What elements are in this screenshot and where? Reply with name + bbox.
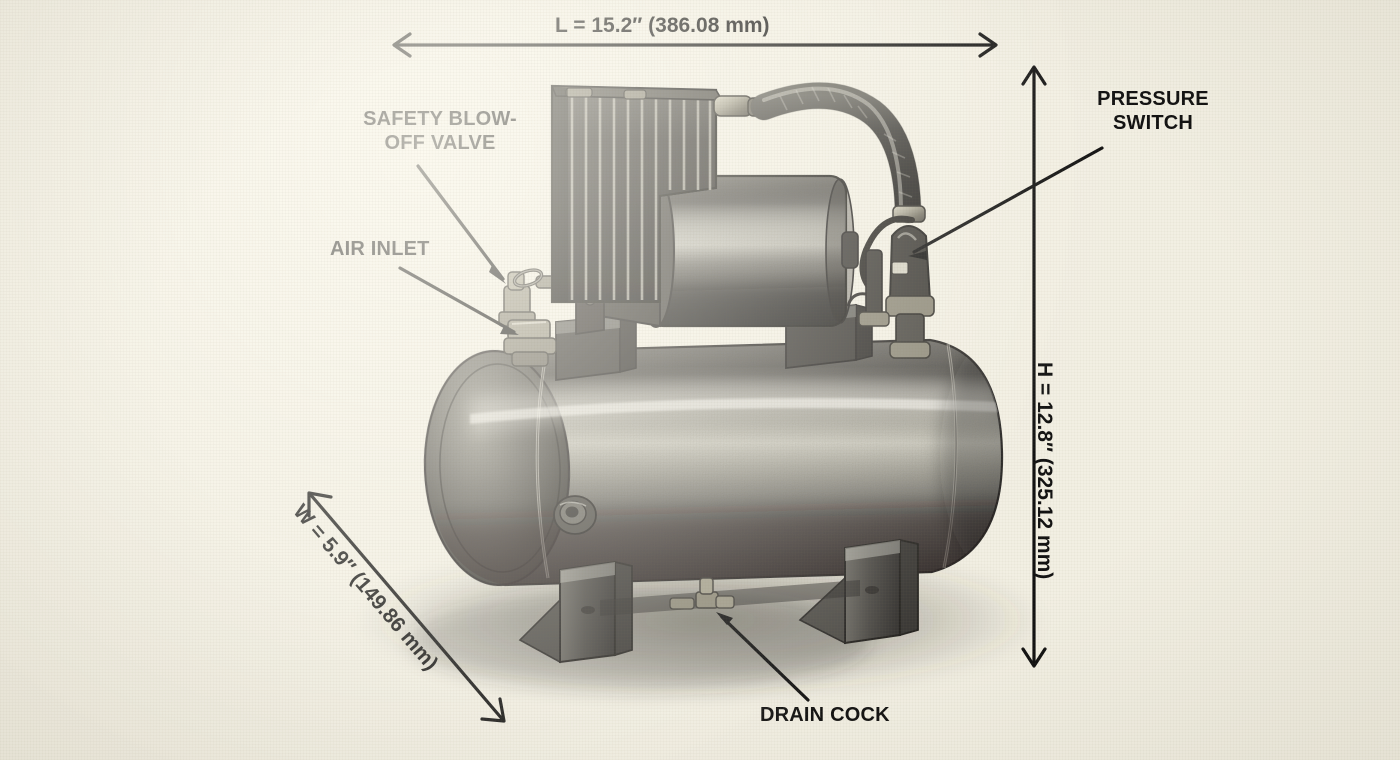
dimension-label-length: L = 15.2″ (386.08 mm) <box>555 14 770 37</box>
dimension-line-width <box>307 491 506 723</box>
callout-label-pressure-switch: PRESSURE SWITCH <box>1097 88 1209 134</box>
leader-safety-blow-off-valve <box>416 164 506 284</box>
leader-drain-cock <box>716 612 810 702</box>
callout-label-air-inlet: AIR INLET <box>330 238 430 260</box>
leader-pressure-switch <box>908 146 1104 260</box>
dimension-label-height: H = 12.8″ (325.12 mm) <box>1033 362 1056 580</box>
callout-label-safety-blow-off-valve: SAFETY BLOW- OFF VALVE <box>363 108 517 154</box>
callout-label-drain-cock: DRAIN COCK <box>760 704 890 726</box>
